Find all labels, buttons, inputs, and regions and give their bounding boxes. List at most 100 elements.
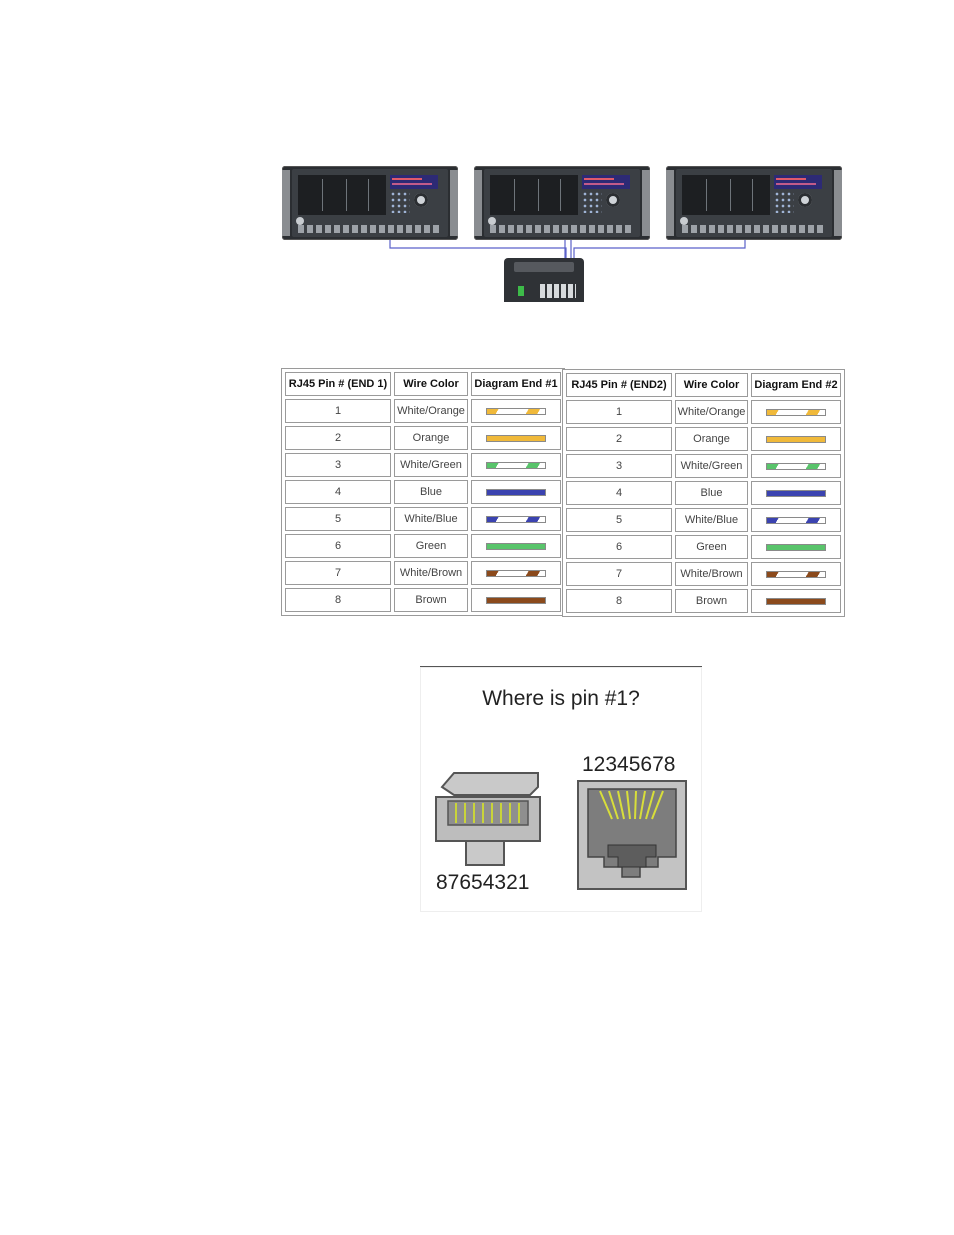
wire-color-cell: White/Brown [394, 561, 468, 585]
wire-swatch [766, 462, 826, 470]
pin-number-cell: 1 [285, 399, 391, 423]
wire-diagram-cell [471, 399, 561, 423]
wire-color-cell: Brown [394, 588, 468, 612]
pin-number-cell: 2 [566, 427, 672, 451]
wire-color-cell: Green [394, 534, 468, 558]
pinout-table-end2: RJ45 Pin # (END2) Wire Color Diagram End… [562, 369, 845, 617]
wire-color-cell: White/Green [675, 454, 748, 478]
wire-diagram-cell [751, 535, 841, 559]
wire-color-cell: White/Orange [394, 399, 468, 423]
wire-swatch [486, 461, 546, 469]
pin-number-cell: 4 [566, 481, 672, 505]
wire-swatch [766, 408, 826, 416]
plug-pin-numbers: 87654321 [436, 871, 530, 894]
wire-diagram-cell [751, 427, 841, 451]
pin-number-cell: 6 [285, 534, 391, 558]
wire-swatch [766, 435, 826, 443]
wire-color-cell: Brown [675, 589, 748, 613]
wire-diagram-cell [471, 561, 561, 585]
wire-diagram-cell [471, 426, 561, 450]
wire-swatch [486, 515, 546, 523]
pin-number-cell: 5 [566, 508, 672, 532]
pin-number-cell: 3 [285, 453, 391, 477]
wire-color-cell: White/Blue [675, 508, 748, 532]
header-diagram: Diagram End #1 [471, 372, 561, 396]
jack-pin-numbers: 12345678 [582, 753, 676, 776]
header-wire-color: Wire Color [675, 373, 748, 397]
pin-number-cell: 2 [285, 426, 391, 450]
pin-number-cell: 8 [285, 588, 391, 612]
wire-color-cell: White/Orange [675, 400, 748, 424]
wire-color-cell: Blue [675, 481, 748, 505]
network-diagram [280, 160, 846, 305]
header-pin: RJ45 Pin # (END2) [566, 373, 672, 397]
wire-diagram-cell [471, 453, 561, 477]
wire-color-cell: Green [675, 535, 748, 559]
wire-color-cell: Orange [675, 427, 748, 451]
rj45-plug-icon [435, 772, 541, 866]
wire-swatch [486, 407, 546, 415]
header-wire-color: Wire Color [394, 372, 468, 396]
wire-diagram-cell [751, 508, 841, 532]
wire-swatch [766, 597, 826, 605]
pinout-table-end1: RJ45 Pin # (END 1) Wire Color Diagram En… [281, 368, 565, 616]
header-diagram: Diagram End #2 [751, 373, 841, 397]
relay-device-right [666, 166, 842, 240]
wire-diagram-cell [751, 454, 841, 478]
wire-swatch [486, 542, 546, 550]
header-pin: RJ45 Pin # (END 1) [285, 372, 391, 396]
wire-swatch [486, 569, 546, 577]
wire-diagram-cell [471, 534, 561, 558]
table-header-row: RJ45 Pin # (END 1) Wire Color Diagram En… [285, 372, 561, 396]
wire-swatch [766, 543, 826, 551]
pin-number-cell: 3 [566, 454, 672, 478]
wire-color-cell: White/Green [394, 453, 468, 477]
wire-diagram-cell [751, 400, 841, 424]
wire-color-cell: White/Blue [394, 507, 468, 531]
wire-swatch [766, 489, 826, 497]
wire-diagram-cell [471, 588, 561, 612]
pin-number-cell: 5 [285, 507, 391, 531]
wire-diagram-cell [471, 480, 561, 504]
pin-number-cell: 4 [285, 480, 391, 504]
pin-number-cell: 1 [566, 400, 672, 424]
relay-device-center [474, 166, 650, 240]
wire-color-cell: Blue [394, 480, 468, 504]
rj45-jack-icon [577, 780, 687, 890]
wire-color-cell: White/Brown [675, 562, 748, 586]
wire-swatch [486, 596, 546, 604]
wire-diagram-cell [471, 507, 561, 531]
pin-location-figure: Where is pin #1? 87654321 12345678 [420, 666, 702, 912]
pin-number-cell: 7 [566, 562, 672, 586]
pin-number-cell: 7 [285, 561, 391, 585]
pin-number-cell: 6 [566, 535, 672, 559]
table-header-row: RJ45 Pin # (END2) Wire Color Diagram End… [566, 373, 841, 397]
ethernet-switch [504, 258, 584, 302]
wire-swatch [766, 570, 826, 578]
wire-swatch [766, 516, 826, 524]
wire-swatch [486, 488, 546, 496]
wire-diagram-cell [751, 589, 841, 613]
wire-swatch [486, 434, 546, 442]
relay-device-left [282, 166, 458, 240]
wire-color-cell: Orange [394, 426, 468, 450]
pin-number-cell: 8 [566, 589, 672, 613]
